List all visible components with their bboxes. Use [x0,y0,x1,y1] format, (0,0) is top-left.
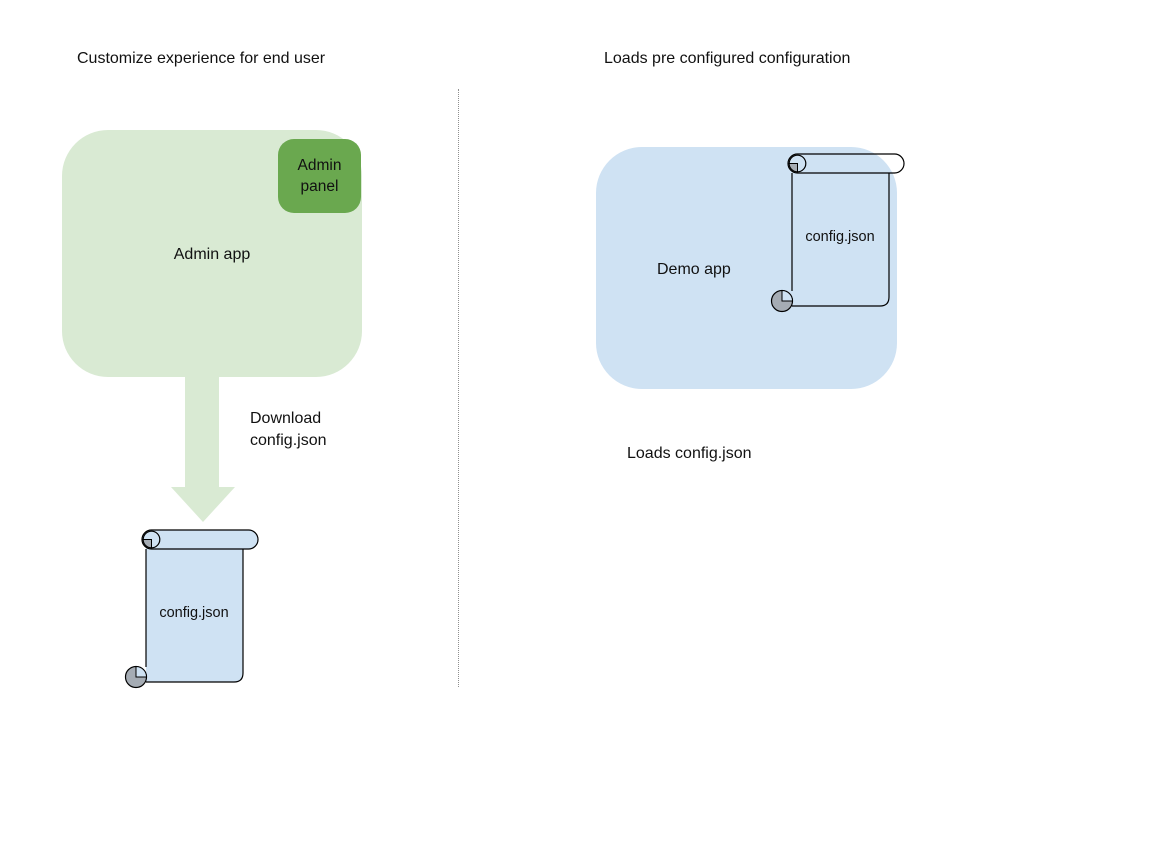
demo-app-shape [596,147,897,389]
left-section-title: Customize experience for end user [77,50,326,67]
admin-app-shape: Admin app Admin panel [62,130,362,377]
config-file-label: config.json [805,229,875,245]
config-file-scroll-icon [124,529,259,689]
config-file-label: config.json [159,605,229,621]
demo-app-label: Demo app [657,261,731,278]
download-arrow-icon [171,377,235,522]
section-divider-line [458,89,459,687]
download-arrow-label: Download config.json [250,410,327,449]
right-section-title: Loads pre configured configuration [604,50,851,67]
admin-app-label: Admin app [173,246,251,263]
config-file-scroll-icon [770,153,905,313]
loads-config-caption: Loads config.json [627,445,752,462]
admin-panel-shape: Admin panel [278,139,361,213]
